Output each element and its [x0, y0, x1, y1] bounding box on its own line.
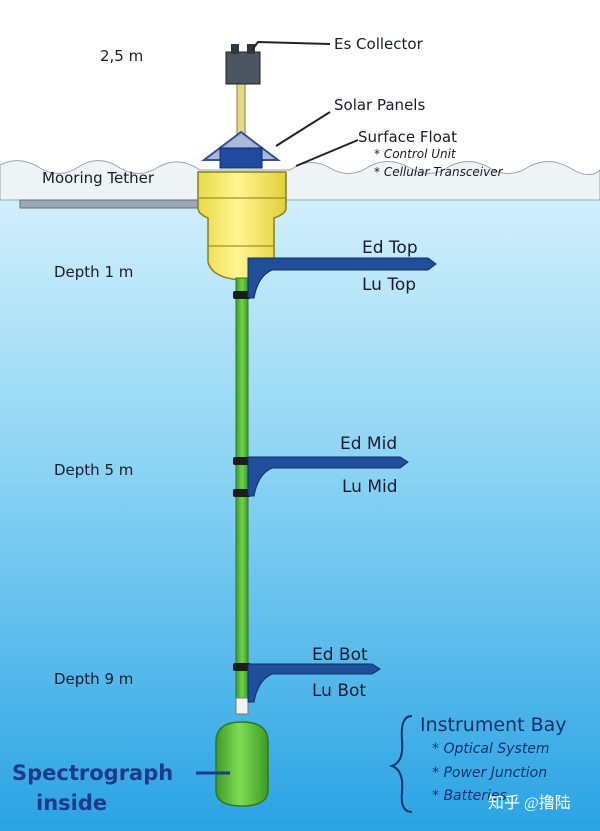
clamp-top	[233, 291, 251, 299]
solar-panels-leader	[275, 111, 331, 147]
es-collector-sensor	[225, 51, 261, 85]
solar-panels-label: Solar Panels	[334, 96, 425, 114]
instrument-bay-brace	[388, 715, 413, 813]
ed-mid-label: Ed Mid	[340, 434, 397, 454]
power-junction-label: * Power Junction	[432, 765, 547, 781]
water	[0, 181, 600, 831]
lu-bot-label: Lu Bot	[312, 681, 366, 701]
control-unit-label: * Control Unit	[374, 147, 457, 161]
lu-top-label: Lu Top	[362, 275, 416, 295]
sensor-pole	[235, 277, 249, 699]
watermark: 知乎 @撸陆	[488, 794, 571, 812]
ed-top-label: Ed Top	[362, 238, 418, 258]
wave-surface	[0, 160, 600, 201]
depth-1-label: Depth 1 m	[54, 263, 133, 281]
clamp-mid-lower	[233, 489, 251, 497]
ed-bot-label: Ed Bot	[312, 645, 368, 665]
instrument-bay-title: Instrument Bay	[420, 714, 567, 736]
cellular-transceiver-label: * Cellular Transceiver	[374, 165, 504, 179]
depth-9-label: Depth 9 m	[54, 670, 133, 688]
pole-connector	[235, 697, 249, 715]
sensor-arm-top	[247, 257, 437, 299]
sensor-arm-mid	[247, 456, 409, 497]
solar-panel	[219, 147, 263, 169]
mooring-tether-rod	[19, 199, 211, 209]
clamp-bot	[233, 663, 251, 671]
mooring-tether-label: Mooring Tether	[42, 169, 155, 187]
optical-system-label: * Optical System	[432, 741, 550, 757]
height-marker-label: 2,5 m	[100, 47, 143, 65]
depth-5-label: Depth 5 m	[54, 461, 133, 479]
surface-float-leader	[295, 139, 359, 167]
es-collector-cap-left	[231, 44, 239, 54]
spectrograph-housing	[215, 721, 269, 807]
clamp-mid-upper	[233, 457, 251, 465]
lu-mid-label: Lu Mid	[342, 477, 398, 497]
es-collector-label: Es Collector	[334, 35, 424, 53]
batteries-label: * Batteries	[432, 788, 507, 804]
surface-float-label: Surface Float	[358, 128, 457, 146]
sensor-arm-bot	[247, 663, 381, 703]
spectrograph-label-line1: Spectrograph	[12, 761, 173, 785]
es-collector-leader	[251, 40, 331, 51]
es-collector-cap-right	[247, 44, 255, 54]
spectrograph-label-line2: inside	[36, 791, 107, 815]
